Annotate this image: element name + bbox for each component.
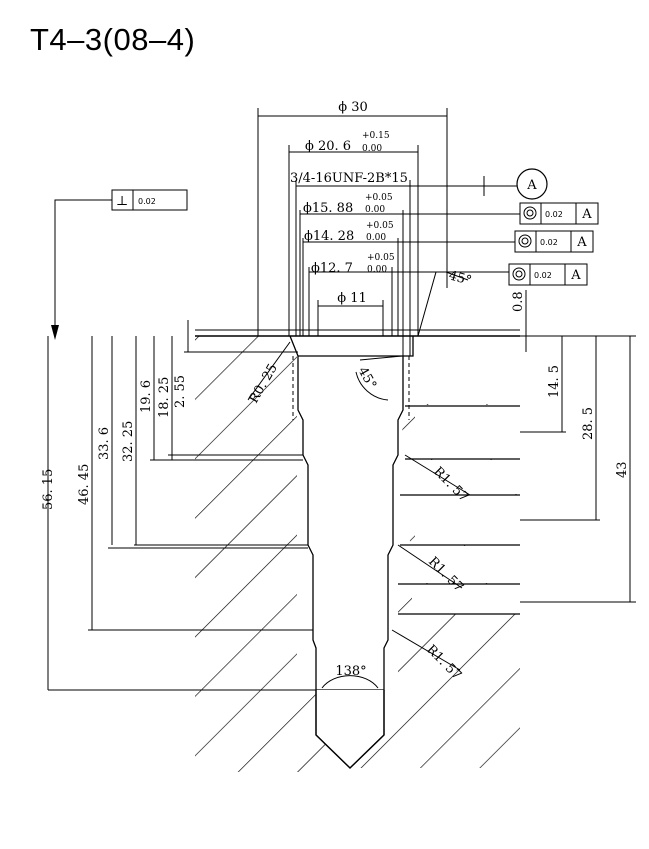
dim-left-33-6: 33. 6 <box>97 427 112 460</box>
diameter-dimension-lines <box>258 115 520 307</box>
svg-text:⊥: ⊥ <box>116 194 128 209</box>
dim-angle-top: 45° <box>447 268 473 288</box>
svg-text:+0.05: +0.05 <box>366 221 394 231</box>
dim-left-32-25: 32. 25 <box>121 421 136 462</box>
svg-text:0.02: 0.02 <box>138 197 156 206</box>
datum-a-label: A <box>526 178 537 193</box>
dim-d11: ϕ 11 <box>337 291 367 306</box>
dim-right-43: 43 <box>615 461 630 478</box>
label-angle-45: 45° <box>355 365 380 392</box>
concentricity-frame-2: 0.02 A <box>514 230 594 253</box>
svg-text:A: A <box>576 235 587 250</box>
svg-text:A: A <box>581 207 592 222</box>
svg-text:+0.15: +0.15 <box>362 131 390 141</box>
svg-text:0.02: 0.02 <box>540 238 558 247</box>
perpendicularity-frame: ⊥ 0.02 <box>111 189 188 211</box>
svg-text:0.02: 0.02 <box>534 271 552 280</box>
dim-right-14-5: 14. 5 <box>547 365 562 398</box>
dim-thread: 3/4-16UNF-2B*15 <box>290 171 408 186</box>
svg-text:0.02: 0.02 <box>545 210 563 219</box>
datum-a-circle <box>516 168 548 200</box>
dim-right-28-5: 28. 5 <box>581 407 596 440</box>
concentricity-frame-1: 0.02 A <box>519 202 599 225</box>
svg-text:0.00: 0.00 <box>367 265 387 275</box>
svg-text:0.00: 0.00 <box>365 205 385 215</box>
page-title: T4–3(08–4) <box>30 22 196 57</box>
svg-text:+0.05: +0.05 <box>367 253 395 263</box>
dim-left-56-15: 56. 15 <box>41 469 56 510</box>
dim-left-46-45: 46. 45 <box>77 464 92 505</box>
body-hatch-right <box>412 336 520 410</box>
svg-text:0.00: 0.00 <box>362 144 382 154</box>
svg-text:+0.05: +0.05 <box>365 193 393 203</box>
cavity-outline <box>289 335 414 691</box>
dim-d30: ϕ 30 <box>338 100 368 115</box>
concentricity-frame-3: 0.02 A <box>508 263 588 286</box>
svg-text:A: A <box>570 268 581 283</box>
dim-left-19-6: 19. 6 <box>139 380 154 413</box>
label-drill-angle: 138° <box>335 664 366 679</box>
dim-left-2-55: 2. 55 <box>173 375 188 408</box>
body-hatch-left <box>195 336 355 772</box>
dim-left-18-25: 18. 25 <box>157 377 172 418</box>
port-lines <box>398 405 520 615</box>
dim-d12-7: ϕ12. 7 <box>311 261 353 276</box>
dim-0-8: 0.8 <box>511 291 526 312</box>
dim-d14-28: ϕ14. 28 <box>304 229 354 244</box>
svg-text:0.00: 0.00 <box>366 233 386 243</box>
dim-d20-6: ϕ 20. 6 <box>305 139 351 154</box>
dim-d15-88: ϕ15. 88 <box>303 201 353 216</box>
